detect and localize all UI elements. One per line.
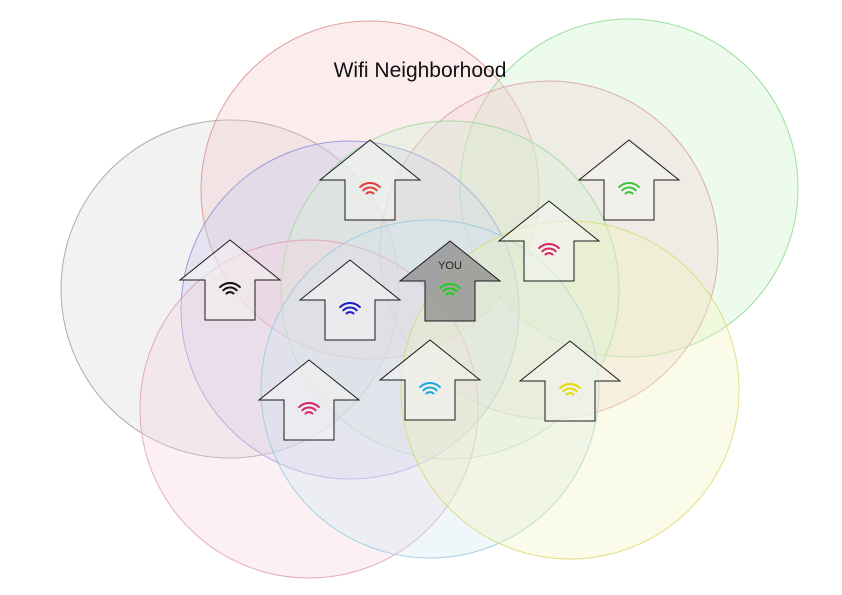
wifi-arc-0 (219, 282, 241, 289)
wifi-arc-2 (624, 191, 634, 195)
wifi-icon (439, 283, 461, 296)
house-red (318, 139, 422, 221)
wifi-arc-0 (538, 243, 560, 250)
wifi-arc-2 (304, 411, 314, 415)
house-shape (398, 240, 502, 322)
wifi-icon (219, 282, 241, 295)
wifi-icon (618, 182, 640, 195)
wifi-arc-0 (439, 283, 461, 290)
wifi-arc-2 (365, 191, 375, 195)
wifi-arc-1 (422, 386, 438, 392)
house-you: YOU (398, 240, 502, 322)
wifi-arc-1 (342, 306, 358, 312)
wifi-arc-0 (419, 382, 441, 389)
wifi-arc-1 (541, 247, 557, 253)
wifi-icon (298, 402, 320, 415)
wifi-arc-0 (298, 402, 320, 409)
wifi-arc-0 (359, 182, 381, 189)
you-label: YOU (438, 260, 462, 272)
wifi-arc-1 (621, 186, 637, 192)
wifi-arc-1 (562, 387, 578, 393)
house-shape (577, 139, 681, 221)
house-shape (378, 339, 482, 421)
wifi-icon (419, 382, 441, 395)
wifi-icon (559, 383, 581, 396)
house-shape (257, 359, 361, 441)
wifi-arc-2 (565, 392, 575, 396)
house-shape (178, 239, 282, 321)
wifi-arc-2 (425, 391, 435, 395)
house-magenta-upper (497, 200, 601, 282)
wifi-arc-0 (618, 182, 640, 189)
wifi-arc-0 (339, 302, 361, 309)
wifi-arc-2 (544, 252, 554, 256)
houses: YOU (178, 139, 681, 441)
wifi-arc-1 (301, 406, 317, 412)
house-shape (518, 340, 622, 422)
wifi-icon (339, 302, 361, 315)
wifi-arc-1 (362, 186, 378, 192)
house-shape (497, 200, 601, 282)
house-yellow (518, 340, 622, 422)
diagram-title: Wifi Neighborhood (334, 59, 507, 82)
wifi-arc-1 (222, 286, 238, 292)
wifi-arc-1 (442, 287, 458, 293)
house-shape (318, 139, 422, 221)
house-black (178, 239, 282, 321)
house-cyan (378, 339, 482, 421)
house-magenta-lower (257, 359, 361, 441)
wifi-arc-2 (225, 291, 235, 295)
wifi-arc-2 (445, 292, 455, 296)
house-green-top-right (577, 139, 681, 221)
wifi-arc-2 (345, 311, 355, 315)
house-shape (298, 259, 402, 341)
wifi-arc-0 (559, 383, 581, 390)
house-blue (298, 259, 402, 341)
wifi-icon (538, 243, 560, 256)
wifi-icon (359, 182, 381, 195)
